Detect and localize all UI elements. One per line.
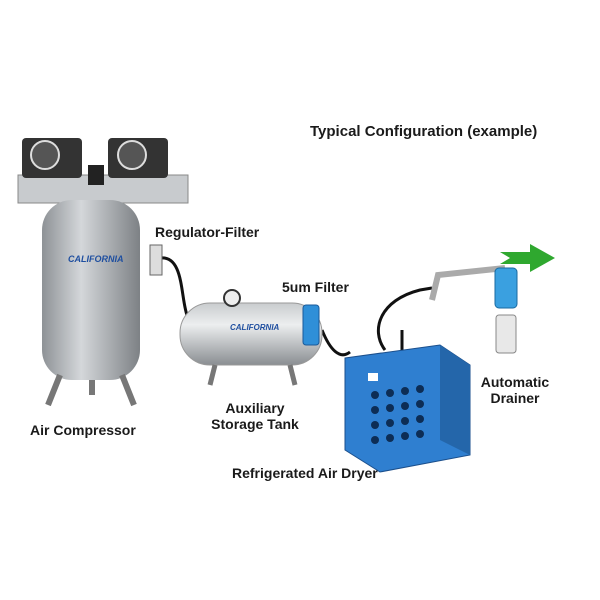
label-5um-filter: 5um Filter: [282, 279, 349, 295]
diagram-title: Typical Configuration (example): [310, 123, 538, 140]
label-automatic-drainer: Automatic Drainer: [470, 374, 560, 406]
label-air-dryer: Refrigerated Air Dryer: [232, 465, 378, 481]
refrigerated-air-dryer: [344, 344, 471, 473]
svg-text:CALIFORNIA: CALIFORNIA: [230, 323, 280, 332]
label-storage-tank-line1: Auxiliary: [225, 400, 285, 416]
label-drainer-line2: Drainer: [490, 390, 540, 406]
label-drainer-line1: Automatic: [480, 374, 550, 390]
label-air-compressor: Air Compressor: [30, 422, 136, 438]
label-regulator-filter: Regulator-Filter: [155, 224, 260, 240]
compressor-logo: CALIFORNIA: [68, 254, 124, 264]
label-storage-tank-line2: Storage Tank: [211, 416, 299, 432]
air-compressor: CALIFORNIA: [17, 138, 189, 407]
automatic-drainer: [429, 265, 518, 354]
auxiliary-storage-tank: CALIFORNIA: [179, 289, 323, 386]
airflow-arrow-icon: [500, 244, 555, 272]
label-storage-tank: Auxiliary Storage Tank: [200, 400, 310, 432]
